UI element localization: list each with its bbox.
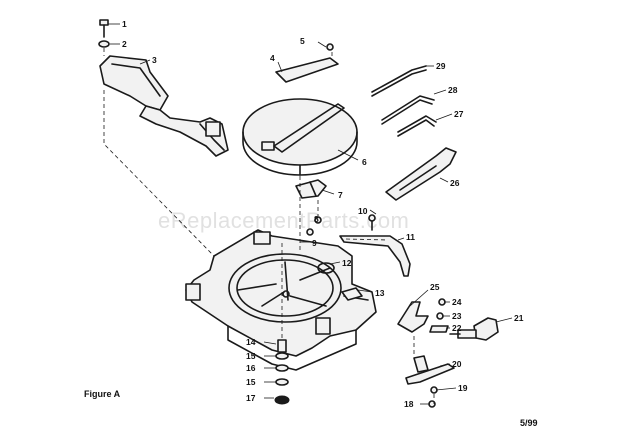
part-bracket-3: [99, 55, 229, 157]
part-stack-14-17: [274, 339, 290, 405]
part-washer-2: [98, 40, 110, 48]
part-hex-key-28: [381, 95, 435, 125]
watermark: eReplacementParts.com: [158, 208, 409, 233]
callout-15a: 15: [246, 351, 256, 361]
callout-10: 10: [358, 206, 368, 216]
callout-11: 11: [406, 232, 415, 242]
part-knob-21: [449, 317, 499, 341]
part-table-6: [242, 98, 358, 176]
callout-6: 6: [362, 157, 367, 167]
part-miter-scale-11: [339, 235, 411, 277]
part-clip-26: [385, 147, 457, 201]
part-13: [341, 287, 363, 301]
callout-29: 29: [436, 61, 446, 71]
callout-14: 14: [246, 337, 256, 347]
figure-caption: Figure A: [84, 389, 121, 399]
part-pointer-7: [295, 179, 327, 199]
part-latch-25: [397, 301, 429, 333]
part-screw-1: [99, 19, 109, 38]
callout-1: 1: [122, 19, 127, 29]
callout-25: 25: [430, 282, 440, 292]
callout-12: 12: [342, 258, 352, 268]
callout-13: 13: [375, 288, 385, 298]
callout-23: 23: [452, 311, 462, 321]
assembly-lines: [103, 48, 435, 404]
leader-lines: [108, 23, 513, 405]
callout-27: 27: [454, 109, 464, 119]
callout-7: 7: [338, 190, 343, 200]
callout-28: 28: [448, 85, 458, 95]
part-22-24-hardware: [429, 298, 449, 333]
callout-5: 5: [300, 36, 305, 46]
callout-19: 19: [458, 383, 468, 393]
callout-15b: 15: [246, 377, 256, 387]
callout-9: 9: [312, 238, 317, 248]
callout-26: 26: [450, 178, 460, 188]
callout-3: 3: [152, 55, 157, 65]
callout-17: 17: [246, 393, 256, 403]
date-code: 5/99: [520, 418, 538, 428]
part-hex-key-29: [371, 65, 427, 97]
callout-8: 8: [314, 214, 319, 224]
part-insert-plate-4: [275, 57, 339, 83]
part-screw-10: [368, 214, 376, 231]
callout-labels: 1 2 3 4 5 6 7 8 9 10 11 12 13 14 15 16 1…: [122, 19, 524, 409]
part-19-18: [428, 386, 438, 408]
part-hex-key-27: [397, 115, 437, 137]
callout-20: 20: [452, 359, 462, 369]
callout-22: 22: [452, 323, 462, 333]
callout-2: 2: [122, 39, 127, 49]
callout-21: 21: [514, 313, 524, 323]
callout-16: 16: [246, 363, 256, 373]
callout-24: 24: [452, 297, 462, 307]
part-screw-8: [306, 216, 322, 236]
part-screw-5: [326, 43, 334, 51]
part-12: [317, 262, 335, 274]
part-20: [405, 355, 455, 385]
callout-4: 4: [270, 53, 275, 63]
callout-18: 18: [404, 399, 414, 409]
